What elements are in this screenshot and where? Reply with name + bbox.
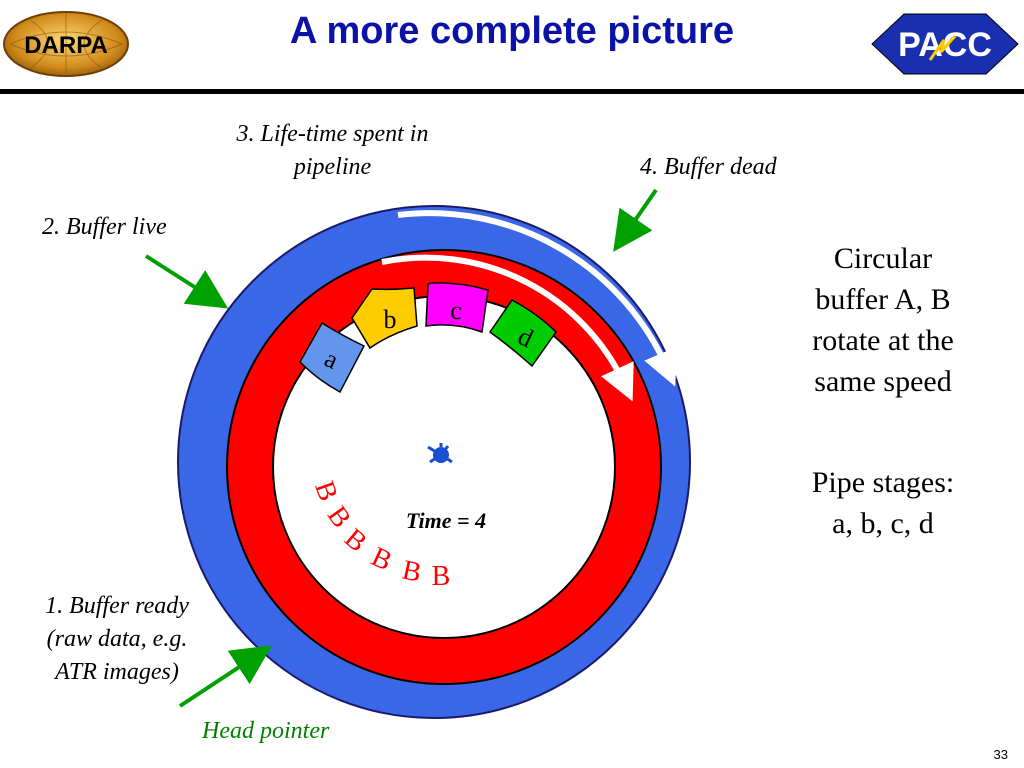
darpa-logo-text: DARPA — [24, 32, 108, 59]
head-pointer-label: Head pointer — [202, 718, 330, 744]
circular-buffer-line: Circular — [833, 242, 933, 275]
buffer-ready-line: 1. Buffer ready — [45, 593, 189, 619]
pipe-stages-line: Pipe stages: — [811, 466, 955, 499]
buffer-ready-line: ATR images) — [55, 659, 179, 685]
title-divider — [0, 89, 1024, 94]
buffer-letter: B — [432, 561, 451, 592]
page-title: A more complete picture — [289, 10, 735, 52]
circular-buffer-line: buffer A, B — [815, 283, 951, 316]
pacc-logo-text: PACC — [898, 26, 992, 64]
buffer-ready-line: (raw data, e.g. — [46, 626, 188, 652]
pipe-stages-text: Pipe stages: a, b, c, d — [788, 462, 978, 544]
stage-label-b: b — [384, 305, 397, 334]
buffer-ready-label: 1. Buffer ready (raw data, e.g. ATR imag… — [22, 590, 212, 689]
lifetime-label-line: 3. Life-time spent in — [236, 121, 429, 147]
buffer-dead-arrow — [613, 188, 658, 252]
stage-block-b: b — [351, 287, 418, 350]
stage-block-d: d — [488, 299, 557, 368]
circular-buffer-line: rotate at the — [812, 324, 954, 357]
lifetime-label: 3. Life-time spent in pipeline — [205, 118, 460, 184]
stage-label-c: c — [450, 296, 462, 325]
pipe-stages-line: a, b, c, d — [832, 507, 934, 540]
time-label: Time = 4 — [406, 508, 486, 533]
head-pointer-arrow — [178, 645, 273, 708]
stage-block-c: c — [425, 282, 489, 334]
lifetime-label-line: pipeline — [293, 154, 372, 180]
inner-rotation-arrow — [381, 254, 634, 402]
buffer-live-label: 2. Buffer live — [42, 214, 167, 240]
gear-icon — [427, 443, 453, 464]
buffer-dead-label: 4. Buffer dead — [640, 154, 777, 180]
buffer-live-arrow — [144, 254, 229, 309]
stage-block-a: a — [299, 321, 366, 394]
darpa-logo: DARPA — [3, 11, 129, 77]
pacc-logo: PACC — [871, 13, 1019, 75]
outer-rotation-arrow — [397, 210, 678, 387]
circular-buffer-text: Circular buffer A, B rotate at the same … — [788, 238, 978, 402]
page-number: 33 — [993, 747, 1008, 762]
circular-buffer-line: same speed — [814, 365, 952, 398]
